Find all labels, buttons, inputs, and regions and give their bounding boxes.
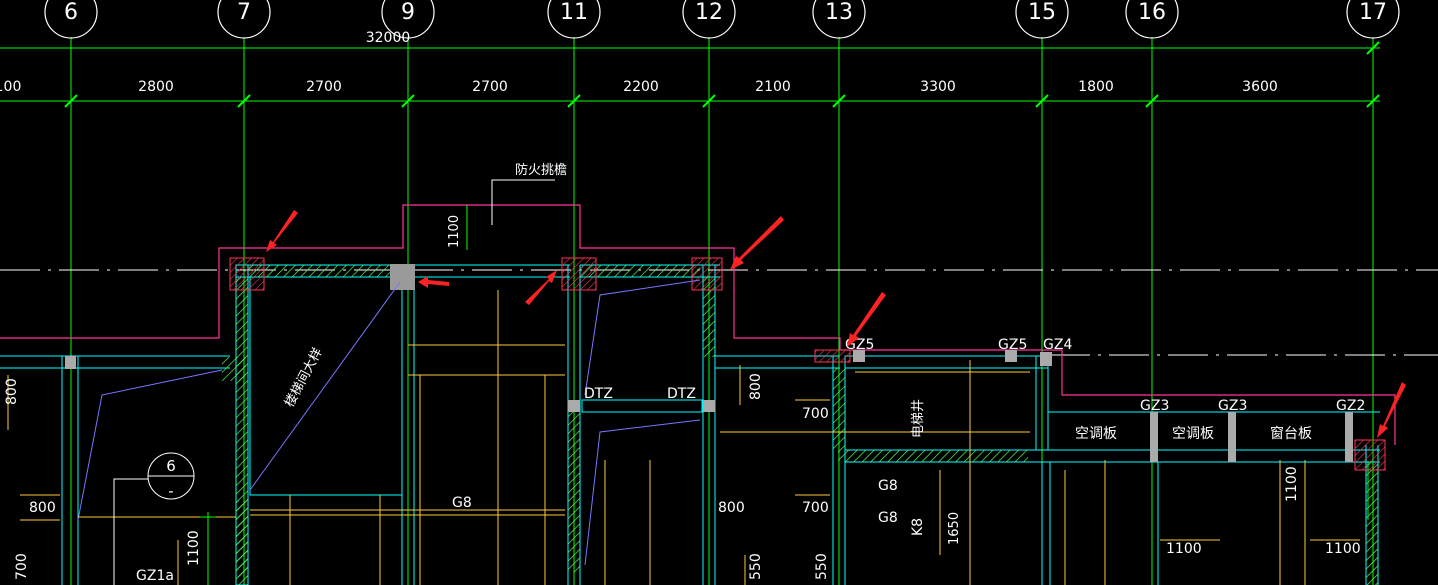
dim-seg-5: 2200	[623, 79, 659, 95]
fire-eave-height: 1100	[447, 215, 462, 248]
right-1100-v: 1100	[1284, 466, 1300, 502]
dtz-right-label: DTZ	[667, 386, 696, 402]
section-sub: -	[168, 482, 173, 500]
axis-label-16: 16	[1138, 0, 1166, 25]
right-1100-b: 1100	[1325, 541, 1361, 557]
mid-800-h: 800	[718, 500, 745, 516]
elevator-label: 电梯井	[911, 399, 926, 438]
gz3-b-label: GZ3	[1218, 398, 1247, 414]
section-number: 6	[166, 457, 176, 475]
beam-lines	[7, 290, 1360, 585]
ac-board-2-label: 空调板	[1172, 426, 1214, 442]
total-dimension: 32000	[366, 30, 411, 46]
axis-label-13: 13	[825, 0, 853, 25]
beam-g8-a-label: G8	[452, 495, 472, 511]
axis-bubble-12	[682, 0, 736, 39]
mid-550-b: 550	[814, 553, 830, 580]
axis-bubble-11	[547, 0, 601, 39]
axis-bubble-13	[812, 0, 866, 39]
dim-seg-6: 2100	[755, 79, 791, 95]
gz5-b-label: GZ5	[998, 337, 1027, 353]
axis-bubble-7	[217, 0, 271, 39]
left-800-v: 800	[4, 378, 20, 405]
arrow-1	[266, 210, 298, 252]
axis-label-11: 11	[560, 0, 588, 25]
left-700-v: 700	[14, 553, 30, 580]
outer-boundary	[0, 204, 1396, 445]
dim-seg-7: 3300	[920, 79, 956, 95]
dim-seg-3: 2700	[306, 79, 342, 95]
slab-lines	[77, 279, 701, 566]
axis-label-12: 12	[695, 0, 723, 25]
hatched-columns	[229, 257, 1386, 471]
dim-seg-2: 2800	[138, 79, 174, 95]
axis-bubble-6	[44, 0, 98, 39]
axis-bubble-9	[381, 0, 435, 39]
dim-seg-4: 2700	[472, 79, 508, 95]
axis-label-9: 9	[401, 0, 415, 25]
dim-seg-9: 3600	[1242, 79, 1278, 95]
dtz-left-label: DTZ	[584, 386, 613, 402]
fire-eave-label: 防火挑檐	[515, 162, 567, 178]
fire-eave-leader	[491, 179, 555, 225]
left-800-h: 800	[29, 500, 56, 516]
axis-bubble-16	[1125, 0, 1179, 39]
beam-k8-label: K8	[910, 518, 926, 536]
gz1-1100: 1100	[186, 530, 202, 566]
gz3-a-label: GZ3	[1140, 398, 1169, 414]
arrow-5	[847, 292, 886, 347]
beam-g8-c-label: G8	[878, 510, 898, 526]
right-1100-a: 1100	[1166, 541, 1202, 557]
axis-label-17: 17	[1359, 0, 1387, 25]
axis-label-15: 15	[1028, 0, 1056, 25]
gz1a-label: GZ1a	[136, 568, 174, 584]
mid-700-a: 700	[802, 406, 829, 422]
section-mark	[113, 452, 195, 585]
gz4-label: GZ4	[1043, 337, 1072, 353]
dim-seg-1: 100	[0, 79, 21, 95]
arrow-6	[1377, 382, 1406, 438]
arrow-2	[418, 276, 449, 288]
window-board-label: 窗台板	[1270, 425, 1312, 442]
hatched-walls	[222, 265, 1378, 585]
column-stair	[390, 264, 415, 290]
axis-labels: 6 7 9 11 12 13 15 16 17	[64, 0, 1387, 25]
axis-label-7: 7	[237, 0, 251, 25]
dim-1650-label: 1650	[947, 512, 962, 545]
grey-columns	[65, 264, 1353, 462]
small-dimension-texts: 800 800 700 1100 800 700 800 700 550 550…	[4, 373, 1361, 580]
red-arrows	[266, 210, 1406, 438]
axis-bubbles	[44, 0, 1400, 39]
dim-seg-8: 1800	[1078, 79, 1114, 95]
axis-bubble-15	[1015, 0, 1069, 39]
mid-550-a: 550	[748, 553, 764, 580]
beam-g8-b-label: G8	[878, 478, 898, 494]
ac-board-1-label: 空调板	[1075, 426, 1117, 442]
gz2-label: GZ2	[1336, 398, 1365, 414]
axis-label-6: 6	[64, 0, 78, 25]
arrow-4	[730, 216, 784, 270]
mid-800-v: 800	[748, 373, 764, 400]
arrow-3	[525, 270, 557, 305]
mid-700-b: 700	[802, 500, 829, 516]
axis-bubble-17	[1346, 0, 1400, 39]
small-dim-lines	[200, 462, 1369, 585]
dimension-texts: 32000 100 2800 2700 2700 2200 2100 3300 …	[0, 30, 1278, 95]
